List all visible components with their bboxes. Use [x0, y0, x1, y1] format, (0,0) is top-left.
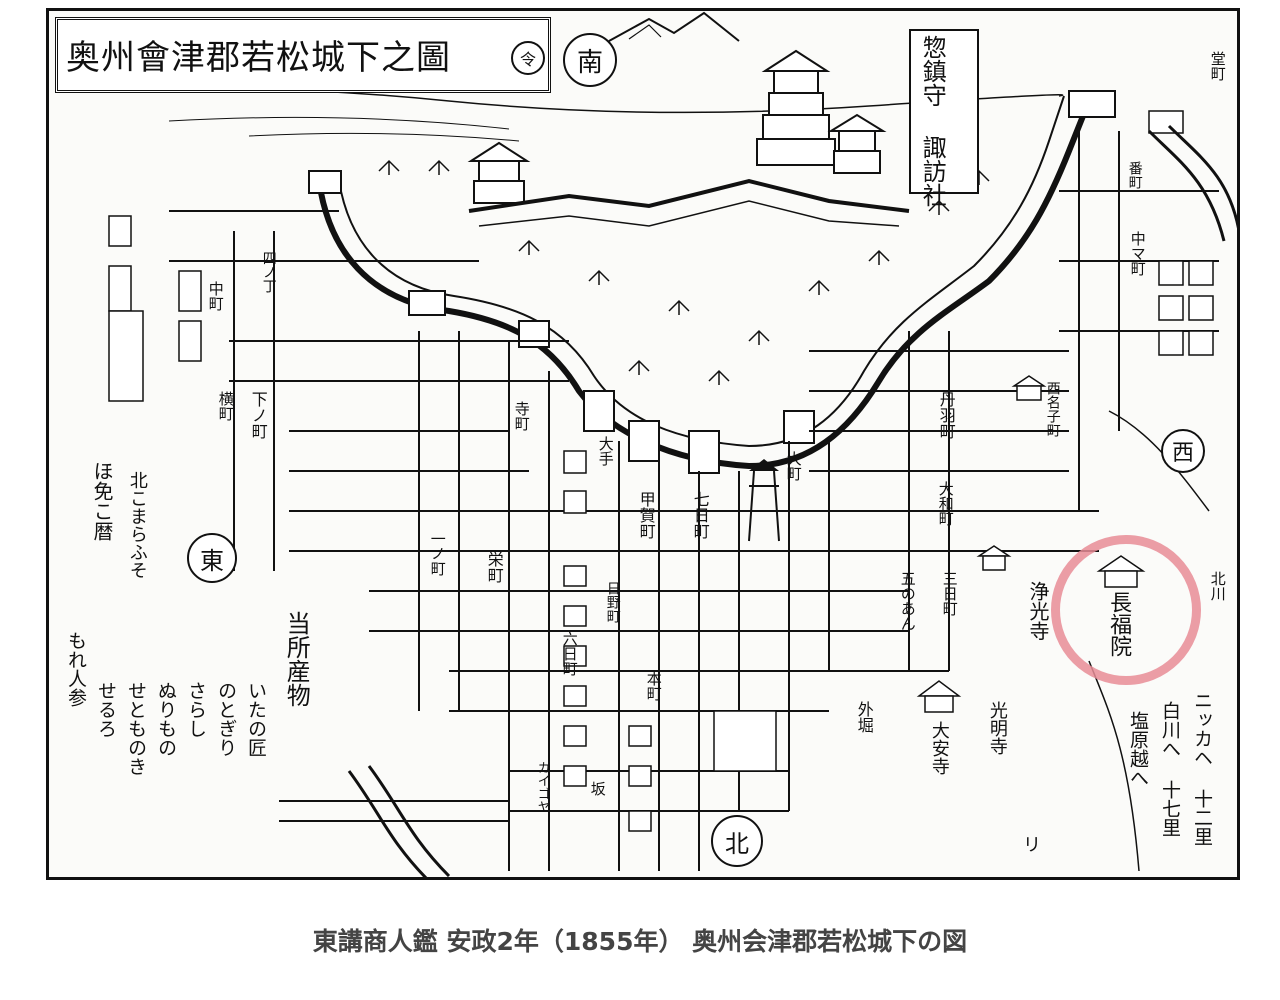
products-line-4: ぬりもの [154, 681, 177, 757]
street-grid [169, 131, 1219, 871]
route-nikko-label: ニッカヘ 十二里 [1190, 691, 1213, 846]
town-label-saka: 坂 [588, 781, 607, 796]
castle-wall [468, 178, 910, 213]
river [347, 770, 428, 877]
trees [378, 159, 990, 385]
town-label-omachi: 大町 [784, 451, 803, 481]
town-label-nishi: 西名子町 [1044, 381, 1061, 437]
town-label-gofukuji: 甲賀町 [636, 491, 656, 539]
fire-tower [748, 470, 780, 542]
town-label-doji: 堂町 [1208, 51, 1227, 81]
town-label-nichiyo: 日野町 [604, 581, 621, 623]
products-line-2: のとぎり [214, 681, 237, 757]
moat-gates [308, 90, 1116, 474]
compass-west-badge: 西 [1161, 429, 1205, 473]
products-line-6: せるろ [94, 681, 117, 738]
town-label-higashi: 三日町 [940, 571, 959, 616]
town-label-nakajima: 中町 [206, 281, 225, 311]
town-label-kanda: 四ノ丁 [260, 251, 277, 293]
products-heading: 当所産物 [282, 611, 311, 707]
shrine-box [909, 29, 979, 194]
map-title-box: 奥州會津郡若松城下之圖 [55, 17, 551, 93]
map-linework [58, 11, 1237, 877]
town-label-teramachi: 寺町 [512, 401, 531, 431]
town-label-nanokamachi: 七日町 [690, 491, 710, 539]
town-label-haiya: 下ノ町 [248, 391, 268, 439]
image-caption: 東講商人鑑 安政2年（1855年） 奥州会津郡若松城下の図 [312, 927, 968, 956]
town-label-kurumachi: 栄町 [484, 551, 504, 583]
town-label-kosaka: 本町 [644, 671, 663, 701]
town-label-sakae: 番町 [1126, 161, 1143, 189]
castle-turret-left [467, 141, 531, 204]
bottom-left-note: 北こまらふそ [126, 471, 148, 579]
temple-jokoji-label: 浄光寺 [1026, 581, 1050, 641]
products-line-3: さらし [184, 681, 207, 738]
town-label-taiko: 大和町 [936, 481, 955, 526]
shrine-label: 惣鎮守 諏訪社 [918, 35, 947, 207]
castle-keep [756, 49, 836, 166]
castle-turret-right [827, 113, 887, 174]
route-shirakawa-label: 白川へ 十七里 [1158, 701, 1181, 837]
town-label-kouji: 光明寺 [986, 701, 1008, 755]
map-title: 奥州會津郡若松城下之圖 [66, 38, 451, 78]
town-label-kaigoya: カイゴヤ [534, 761, 550, 813]
products-line-7: もれ人参 [64, 631, 87, 707]
left-note: ほ免こ暦 [90, 461, 114, 541]
town-label-nakama: 中マ町 [1128, 231, 1147, 276]
town-label-rokkaichi: 六日町 [560, 631, 579, 676]
compass-north-badge: 北 [711, 815, 763, 867]
products-line-1: いたの匠 [244, 681, 267, 757]
town-label-ri: リ [1023, 835, 1041, 856]
compass-south-badge: 南 [563, 33, 617, 87]
seal-badge: 令 [511, 41, 545, 75]
town-label-osome: 大安寺 [928, 721, 950, 775]
compass-east-badge: 東 [187, 533, 237, 583]
products-line-5: せとものき [124, 681, 147, 776]
town-label-kitaoka: 北川 [1208, 571, 1227, 601]
mountain-outline [608, 11, 740, 42]
town-label-gohiyaku: 五のあん [898, 571, 917, 631]
outer-moat [316, 99, 1092, 470]
highlight-circle [1051, 535, 1201, 685]
town-blocks [108, 110, 1214, 832]
town-label-ote: 大手 [596, 436, 615, 466]
town-label-hitachi: 丹羽町 [936, 391, 956, 439]
castle-town-map: 奥州會津郡若松城下之圖 令 南 西 東 北 惣鎮守 諏訪社 当所産物 いたの匠 … [46, 8, 1240, 880]
inner-moat [338, 95, 1065, 448]
town-label-yoko: 横町 [216, 391, 235, 421]
town-label-ichinomachi: 一ノ町 [428, 531, 447, 576]
route-shiobara-label: 塩原越へ [1126, 711, 1149, 787]
town-label-ge: 外堀 [854, 701, 874, 733]
